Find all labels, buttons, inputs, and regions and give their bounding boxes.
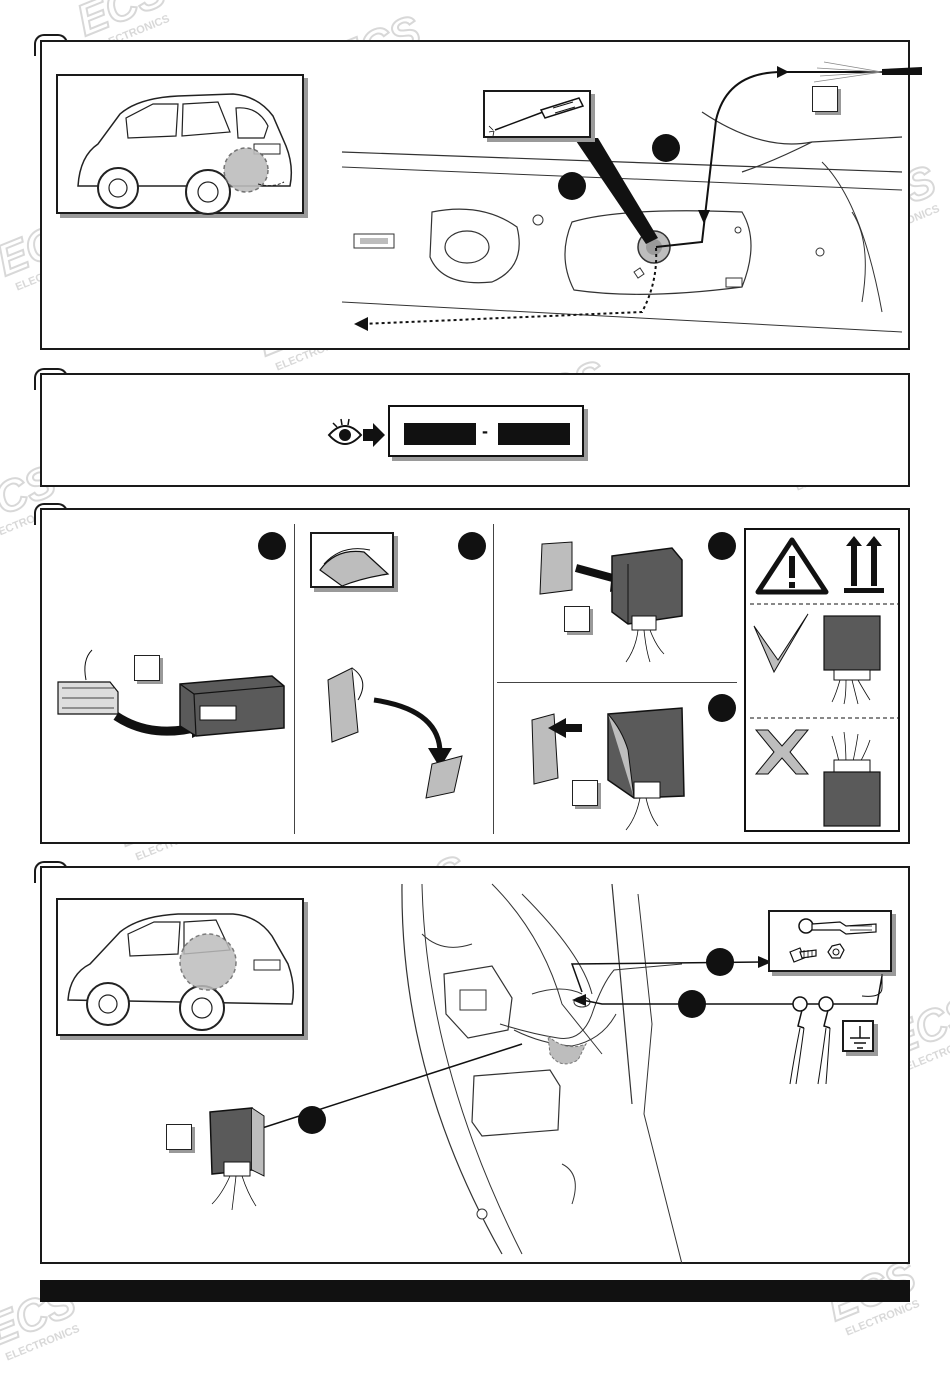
arrow-icon	[548, 718, 566, 738]
module-illustration	[209, 1107, 265, 1211]
watermark-subtitle: ELECTRONICS	[4, 1323, 82, 1364]
arrow-icon	[572, 994, 586, 1006]
step-badge	[258, 532, 286, 560]
bolt-icon	[789, 943, 845, 963]
adhesive-pad-icon	[319, 548, 390, 587]
warning-triangle-icon	[755, 537, 829, 595]
code-segment-left	[404, 423, 476, 445]
footer-bar	[40, 1280, 910, 1302]
step-badge	[708, 532, 736, 560]
step-badge	[558, 172, 586, 200]
step-marker-box	[564, 606, 590, 632]
step-badge	[678, 990, 706, 1018]
ground-symbol-callout	[842, 1020, 874, 1052]
peel-backing-illustration	[531, 707, 685, 831]
ratchet-wrench-icon	[798, 918, 877, 935]
arrow-icon	[354, 317, 368, 331]
arrow-icon	[363, 423, 385, 447]
step-badge	[458, 532, 486, 560]
step-marker-box	[812, 86, 838, 112]
ground-ring-terminals-illustration	[789, 974, 883, 1085]
step-panel-4	[40, 866, 910, 1265]
eye-icon	[327, 418, 385, 447]
step-badge	[652, 134, 680, 162]
step-badge	[298, 1106, 326, 1134]
ground-symbol-icon	[850, 1026, 870, 1049]
code-display: -	[388, 405, 584, 457]
tool-illustration	[789, 918, 877, 963]
arrow-icon	[758, 956, 772, 968]
connection-arrows	[255, 956, 883, 1131]
cross-mark-icon	[754, 729, 810, 775]
check-mark-icon	[753, 613, 809, 674]
step-marker-box	[166, 1124, 192, 1150]
section-divider	[493, 524, 494, 834]
body-panel-illustration	[341, 61, 922, 333]
orientation-warning-illustration	[750, 536, 898, 827]
tool-callout	[768, 910, 892, 972]
arrow-icon	[777, 66, 789, 78]
watermark-brand: ECS	[70, 0, 172, 46]
section-divider	[497, 682, 737, 683]
adhesive-pad-callout	[310, 532, 394, 588]
screwdriver-callout	[483, 90, 591, 138]
step-panel-1	[40, 40, 922, 350]
step-marker-box	[134, 655, 160, 681]
module-with-pad-illustration	[539, 541, 683, 663]
module-connection-illustration	[57, 649, 285, 738]
orientation-warning-box	[744, 528, 900, 832]
screwdriver-icon	[488, 97, 585, 137]
step-marker-box	[572, 780, 598, 806]
section-divider	[294, 524, 295, 834]
peel-backing-illustration	[327, 667, 463, 799]
step-badge	[708, 694, 736, 722]
code-separator: -	[482, 421, 488, 441]
car-rear-illustration	[77, 93, 293, 215]
code-segment-right	[498, 423, 570, 445]
this-way-up-icon	[844, 536, 884, 593]
car-side-thumbnail	[56, 898, 304, 1036]
car-rear-thumbnail	[56, 74, 304, 215]
arrow-icon	[428, 748, 452, 768]
step-panel-3	[40, 508, 910, 844]
watermark-subtitle: ELECTRONICS	[844, 1298, 922, 1339]
step-badge	[706, 948, 734, 976]
car-side-illustration	[67, 913, 295, 1031]
arrow-icon	[698, 210, 710, 224]
